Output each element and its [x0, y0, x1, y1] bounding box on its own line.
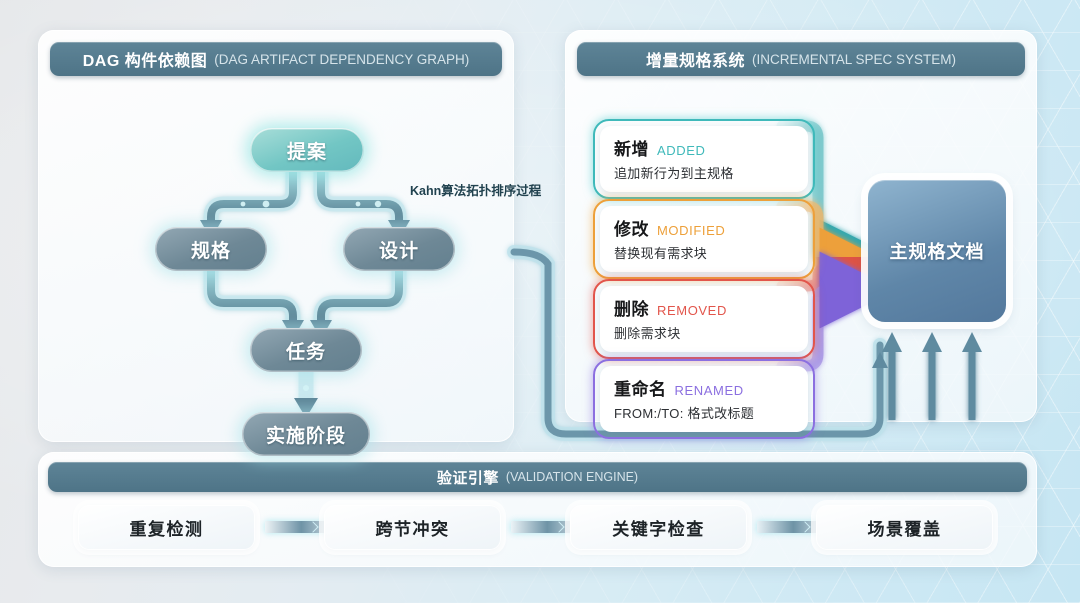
validation-step-2-label: 跨节冲突: [375, 520, 450, 539]
dag-node-spec[interactable]: 规格: [155, 227, 267, 271]
validation-step-scenario-coverage[interactable]: 场景覆盖: [816, 505, 993, 550]
spec-panel-title-en: (INCREMENTAL SPEC SYSTEM): [751, 51, 957, 67]
validation-link-1: [265, 521, 331, 533]
spec-card-renamed-title-cn: 重命名: [614, 380, 667, 399]
dag-node-proposal[interactable]: 提案: [250, 128, 364, 172]
dag-node-task[interactable]: 任务: [250, 328, 362, 372]
dag-panel: DAG 构件依赖图 (DAG ARTIFACT DEPENDENCY GRAPH…: [38, 30, 541, 456]
spec-card-modified-title-cn: 修改: [614, 220, 649, 239]
validation-step-duplicate-detection[interactable]: 重复检测: [78, 505, 255, 550]
dag-node-spec-label: 规格: [190, 240, 231, 262]
spec-card-renamed-desc: FROM:/TO: 格式改标题: [614, 406, 755, 421]
dag-edges: [200, 164, 410, 418]
validation-panel-header: 验证引擎 (VALIDATION ENGINE): [48, 462, 1027, 492]
spec-panel-title-cn: 增量规格系统: [645, 53, 745, 70]
validation-step-3-label: 关键字检查: [612, 520, 705, 539]
dag-node-implementation-label: 实施阶段: [265, 425, 346, 447]
master-spec-document[interactable]: 主规格文档: [868, 180, 1006, 322]
validation-link-3: [757, 521, 823, 533]
validation-link-2: [511, 521, 577, 533]
dag-node-implementation[interactable]: 实施阶段: [242, 412, 370, 456]
spec-card-added-title-cn: 新增: [614, 140, 649, 159]
spec-panel-header: 增量规格系统 (INCREMENTAL SPEC SYSTEM): [577, 42, 1025, 76]
spec-card-modified-desc: 替换现有需求块: [614, 246, 708, 261]
spec-card-removed-title-cn: 删除: [614, 300, 649, 319]
spec-card-added-title-en: ADDED: [657, 143, 706, 158]
spec-card-modified-title-en: MODIFIED: [657, 223, 726, 238]
master-spec-document-label: 主规格文档: [889, 242, 985, 262]
dag-node-proposal-label: 提案: [286, 141, 327, 163]
kahn-algorithm-annotation: Kahn算法拓扑排序过程: [410, 184, 542, 198]
validation-step-cross-section-conflict[interactable]: 跨节冲突: [324, 505, 501, 550]
dag-panel-title-en: (DAG ARTIFACT DEPENDENCY GRAPH): [214, 51, 470, 67]
spec-card-removed[interactable]: 删除 REMOVED 删除需求块: [593, 279, 815, 359]
spec-card-removed-title-en: REMOVED: [657, 303, 727, 318]
validation-step-4-label: 场景覆盖: [867, 520, 942, 539]
spec-card-removed-desc: 删除需求块: [614, 326, 681, 341]
validation-panel-title-en: (VALIDATION ENGINE): [505, 470, 639, 484]
spec-card-renamed-title-en: RENAMED: [674, 383, 744, 398]
dag-panel-header: DAG 构件依赖图 (DAG ARTIFACT DEPENDENCY GRAPH…: [50, 42, 502, 76]
spec-card-added[interactable]: 新增 ADDED 追加新行为到主规格: [593, 119, 815, 199]
validation-step-keyword-check[interactable]: 关键字检查: [570, 505, 747, 550]
dag-node-task-label: 任务: [285, 341, 326, 363]
dag-node-design-label: 设计: [378, 240, 419, 262]
spec-card-added-desc: 追加新行为到主规格: [614, 166, 734, 181]
dag-panel-title-cn: DAG 构件依赖图: [82, 53, 208, 70]
validation-step-1-label: 重复检测: [129, 520, 204, 539]
spec-card-modified[interactable]: 修改 MODIFIED 替换现有需求块: [593, 199, 815, 279]
dag-node-design[interactable]: 设计: [343, 227, 455, 271]
validation-panel-title-cn: 验证引擎: [436, 469, 499, 487]
spec-card-renamed[interactable]: 重命名 RENAMED FROM:/TO: 格式改标题: [593, 359, 815, 439]
